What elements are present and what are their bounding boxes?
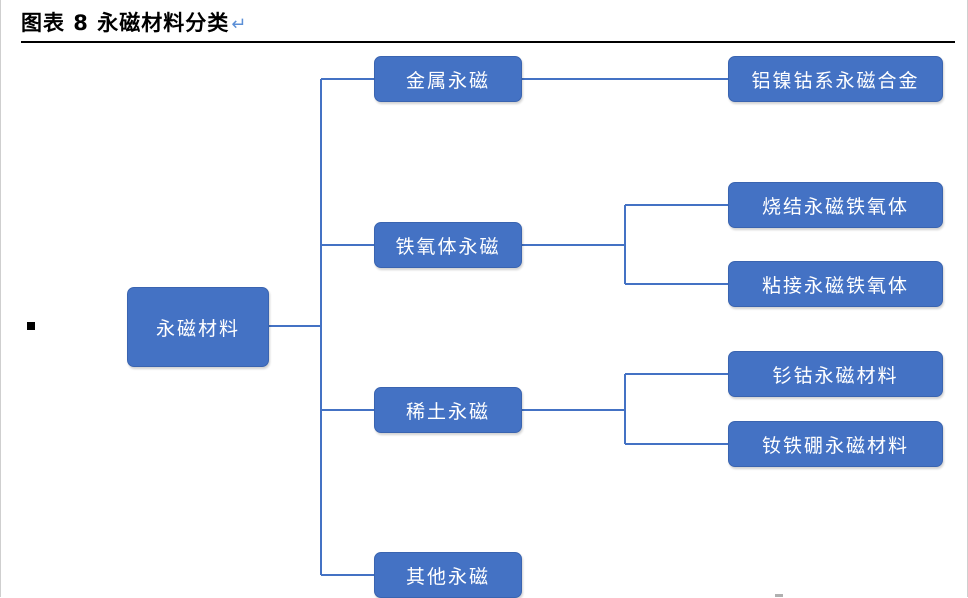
edge-mark — [775, 594, 783, 597]
node-root: 永磁材料 — [127, 287, 269, 367]
node-other-magnet: 其他永磁 — [374, 552, 522, 598]
figure-title: 图表 8 永磁材料分类↵ — [21, 8, 247, 38]
page-frame-left — [0, 0, 1, 597]
paragraph-return-mark: ↵ — [231, 14, 248, 35]
node-bonded-ferrite: 粘接永磁铁氧体 — [728, 261, 943, 307]
node-ndfeb-material: 钕铁硼永磁材料 — [728, 421, 943, 467]
bullet-square — [27, 322, 35, 330]
node-alnico-alloy: 铝镍钴系永磁合金 — [728, 56, 943, 102]
title-rule — [21, 41, 955, 43]
node-metal-magnet: 金属永磁 — [374, 56, 522, 102]
node-rare-earth-magnet: 稀土永磁 — [374, 387, 522, 433]
node-sintered-ferrite: 烧结永磁铁氧体 — [728, 182, 943, 228]
node-smco-material: 钐钴永磁材料 — [728, 351, 943, 397]
figure-title-text: 图表 8 永磁材料分类 — [21, 11, 230, 35]
node-ferrite-magnet: 铁氧体永磁 — [374, 222, 522, 268]
